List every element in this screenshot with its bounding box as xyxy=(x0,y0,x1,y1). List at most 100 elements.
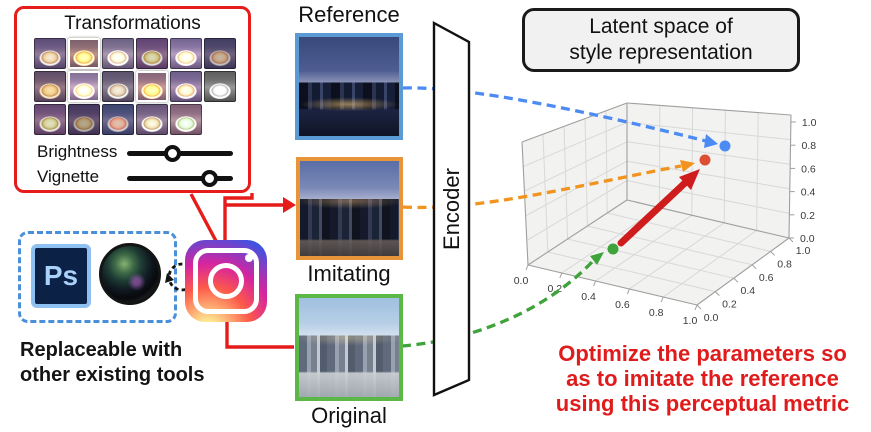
slider-track[interactable] xyxy=(127,145,233,162)
filter-thumbnail[interactable] xyxy=(170,104,202,135)
encoder-shape xyxy=(432,20,471,397)
plot-gridline xyxy=(751,264,757,270)
plot-pane xyxy=(528,200,789,305)
plot-gridline xyxy=(626,141,791,165)
y-tick-label: 0.6 xyxy=(759,272,774,284)
z-tick-label: 0.4 xyxy=(801,187,816,199)
plot-gridline xyxy=(547,251,716,293)
x-tick-label: 0.0 xyxy=(514,275,529,287)
filter-grid xyxy=(34,38,240,135)
x-tick-label: 1.0 xyxy=(683,315,698,327)
filter-thumbnail[interactable] xyxy=(34,38,66,69)
filter-thumbnail[interactable] xyxy=(136,38,168,69)
plot-gridline xyxy=(523,121,628,168)
reference-label: Reference xyxy=(298,2,400,27)
slider-row-brightness: Brightness xyxy=(37,142,237,167)
reference-point xyxy=(719,140,731,152)
plot-gridline xyxy=(587,225,753,266)
plot-gridline xyxy=(525,264,529,271)
filter-thumbnail[interactable] xyxy=(170,38,202,69)
plot-gridline xyxy=(626,102,792,116)
plot-gridline xyxy=(626,160,790,190)
filter-thumbnail[interactable] xyxy=(68,104,100,135)
plot-gridline xyxy=(521,102,628,143)
plot-pane xyxy=(522,103,627,265)
plot-gridline xyxy=(626,199,790,239)
panel-title: Transformations xyxy=(64,13,201,34)
plot-gridline xyxy=(715,291,720,296)
filter-thumbnail[interactable] xyxy=(136,71,168,102)
plot-gridline xyxy=(595,214,693,282)
reference-image xyxy=(295,33,403,140)
plot-gridline xyxy=(626,121,791,141)
filter-thumbnail[interactable] xyxy=(68,71,100,102)
tools-caption-line2: other existing tools xyxy=(20,364,205,386)
plot-gridline xyxy=(542,134,549,253)
plot-gridline xyxy=(691,107,694,216)
optimize-caption-line1: Optimize the parameters so xyxy=(558,341,847,366)
slider-label: Vignette xyxy=(37,167,100,186)
slider-track[interactable] xyxy=(127,170,233,187)
plot-gridline xyxy=(527,199,628,266)
filter-thumbnail[interactable] xyxy=(204,38,236,69)
panel-tail-line xyxy=(189,193,218,242)
plot-gridline xyxy=(626,288,630,295)
y-tick-label: 1.0 xyxy=(796,245,811,257)
latent-box-line1: Latent space of xyxy=(589,15,733,38)
plot-gridline xyxy=(770,251,775,256)
plot-gridline xyxy=(694,304,698,311)
filter-thumbnail[interactable] xyxy=(102,38,134,69)
original-point xyxy=(607,243,619,255)
red-routing xyxy=(189,193,294,349)
plot-gridline xyxy=(593,280,597,287)
plot-gridline xyxy=(788,114,792,239)
reference-embedding-arrow xyxy=(402,86,707,143)
plot-gridline xyxy=(626,180,790,214)
filter-thumbnail[interactable] xyxy=(102,71,134,102)
latent-space-box: Latent space of style representation xyxy=(522,8,800,72)
x-tick-label: 0.6 xyxy=(615,299,630,311)
imitating-label: Imitating xyxy=(307,261,391,286)
plot-gridline xyxy=(584,118,588,227)
filter-thumbnail[interactable] xyxy=(68,38,100,69)
original-embedding-arrowhead xyxy=(590,252,604,265)
instagram-icon xyxy=(185,240,267,322)
filter-thumbnail[interactable] xyxy=(34,71,66,102)
filter-thumbnail[interactable] xyxy=(170,71,202,102)
instagram-frame xyxy=(193,248,259,314)
photoshop-icon: Ps xyxy=(31,244,91,308)
plot-gridline xyxy=(563,126,569,240)
plot-gridline xyxy=(733,277,739,283)
filter-thumbnail[interactable] xyxy=(204,71,236,102)
optimize-caption-line2: as to imitate the reference xyxy=(566,366,839,391)
z-tick-label: 0.2 xyxy=(800,210,815,222)
plot-gridline xyxy=(788,237,794,243)
tools-caption: Replaceable with other existing tools xyxy=(20,338,250,388)
instagram-dot xyxy=(245,254,253,262)
plot-gridline xyxy=(696,237,790,306)
plot-gridline xyxy=(526,180,628,241)
x-tick-label: 0.4 xyxy=(581,291,596,303)
imitating-image xyxy=(296,157,403,260)
imitating-red-arrowhead xyxy=(283,197,296,213)
filter-thumbnail[interactable] xyxy=(136,104,168,135)
plot-gridline xyxy=(559,272,563,279)
plot-gridline xyxy=(567,238,734,279)
y-tick-label: 0.2 xyxy=(722,299,737,311)
slider-knob[interactable] xyxy=(163,145,181,162)
slider-knob[interactable] xyxy=(200,170,218,187)
plot-gridline xyxy=(527,264,698,306)
plot-gridline xyxy=(756,112,759,231)
logo-to-original-line xyxy=(225,320,294,349)
original-label: Original xyxy=(311,403,387,428)
z-tick-label: 0.0 xyxy=(800,233,815,245)
encoder-label: Encoder xyxy=(439,168,464,250)
camera-lens-icon xyxy=(99,243,161,305)
filter-thumbnail[interactable] xyxy=(102,104,134,135)
filter-thumbnail[interactable] xyxy=(34,104,66,135)
reference-embedding-arrowhead xyxy=(704,134,718,148)
